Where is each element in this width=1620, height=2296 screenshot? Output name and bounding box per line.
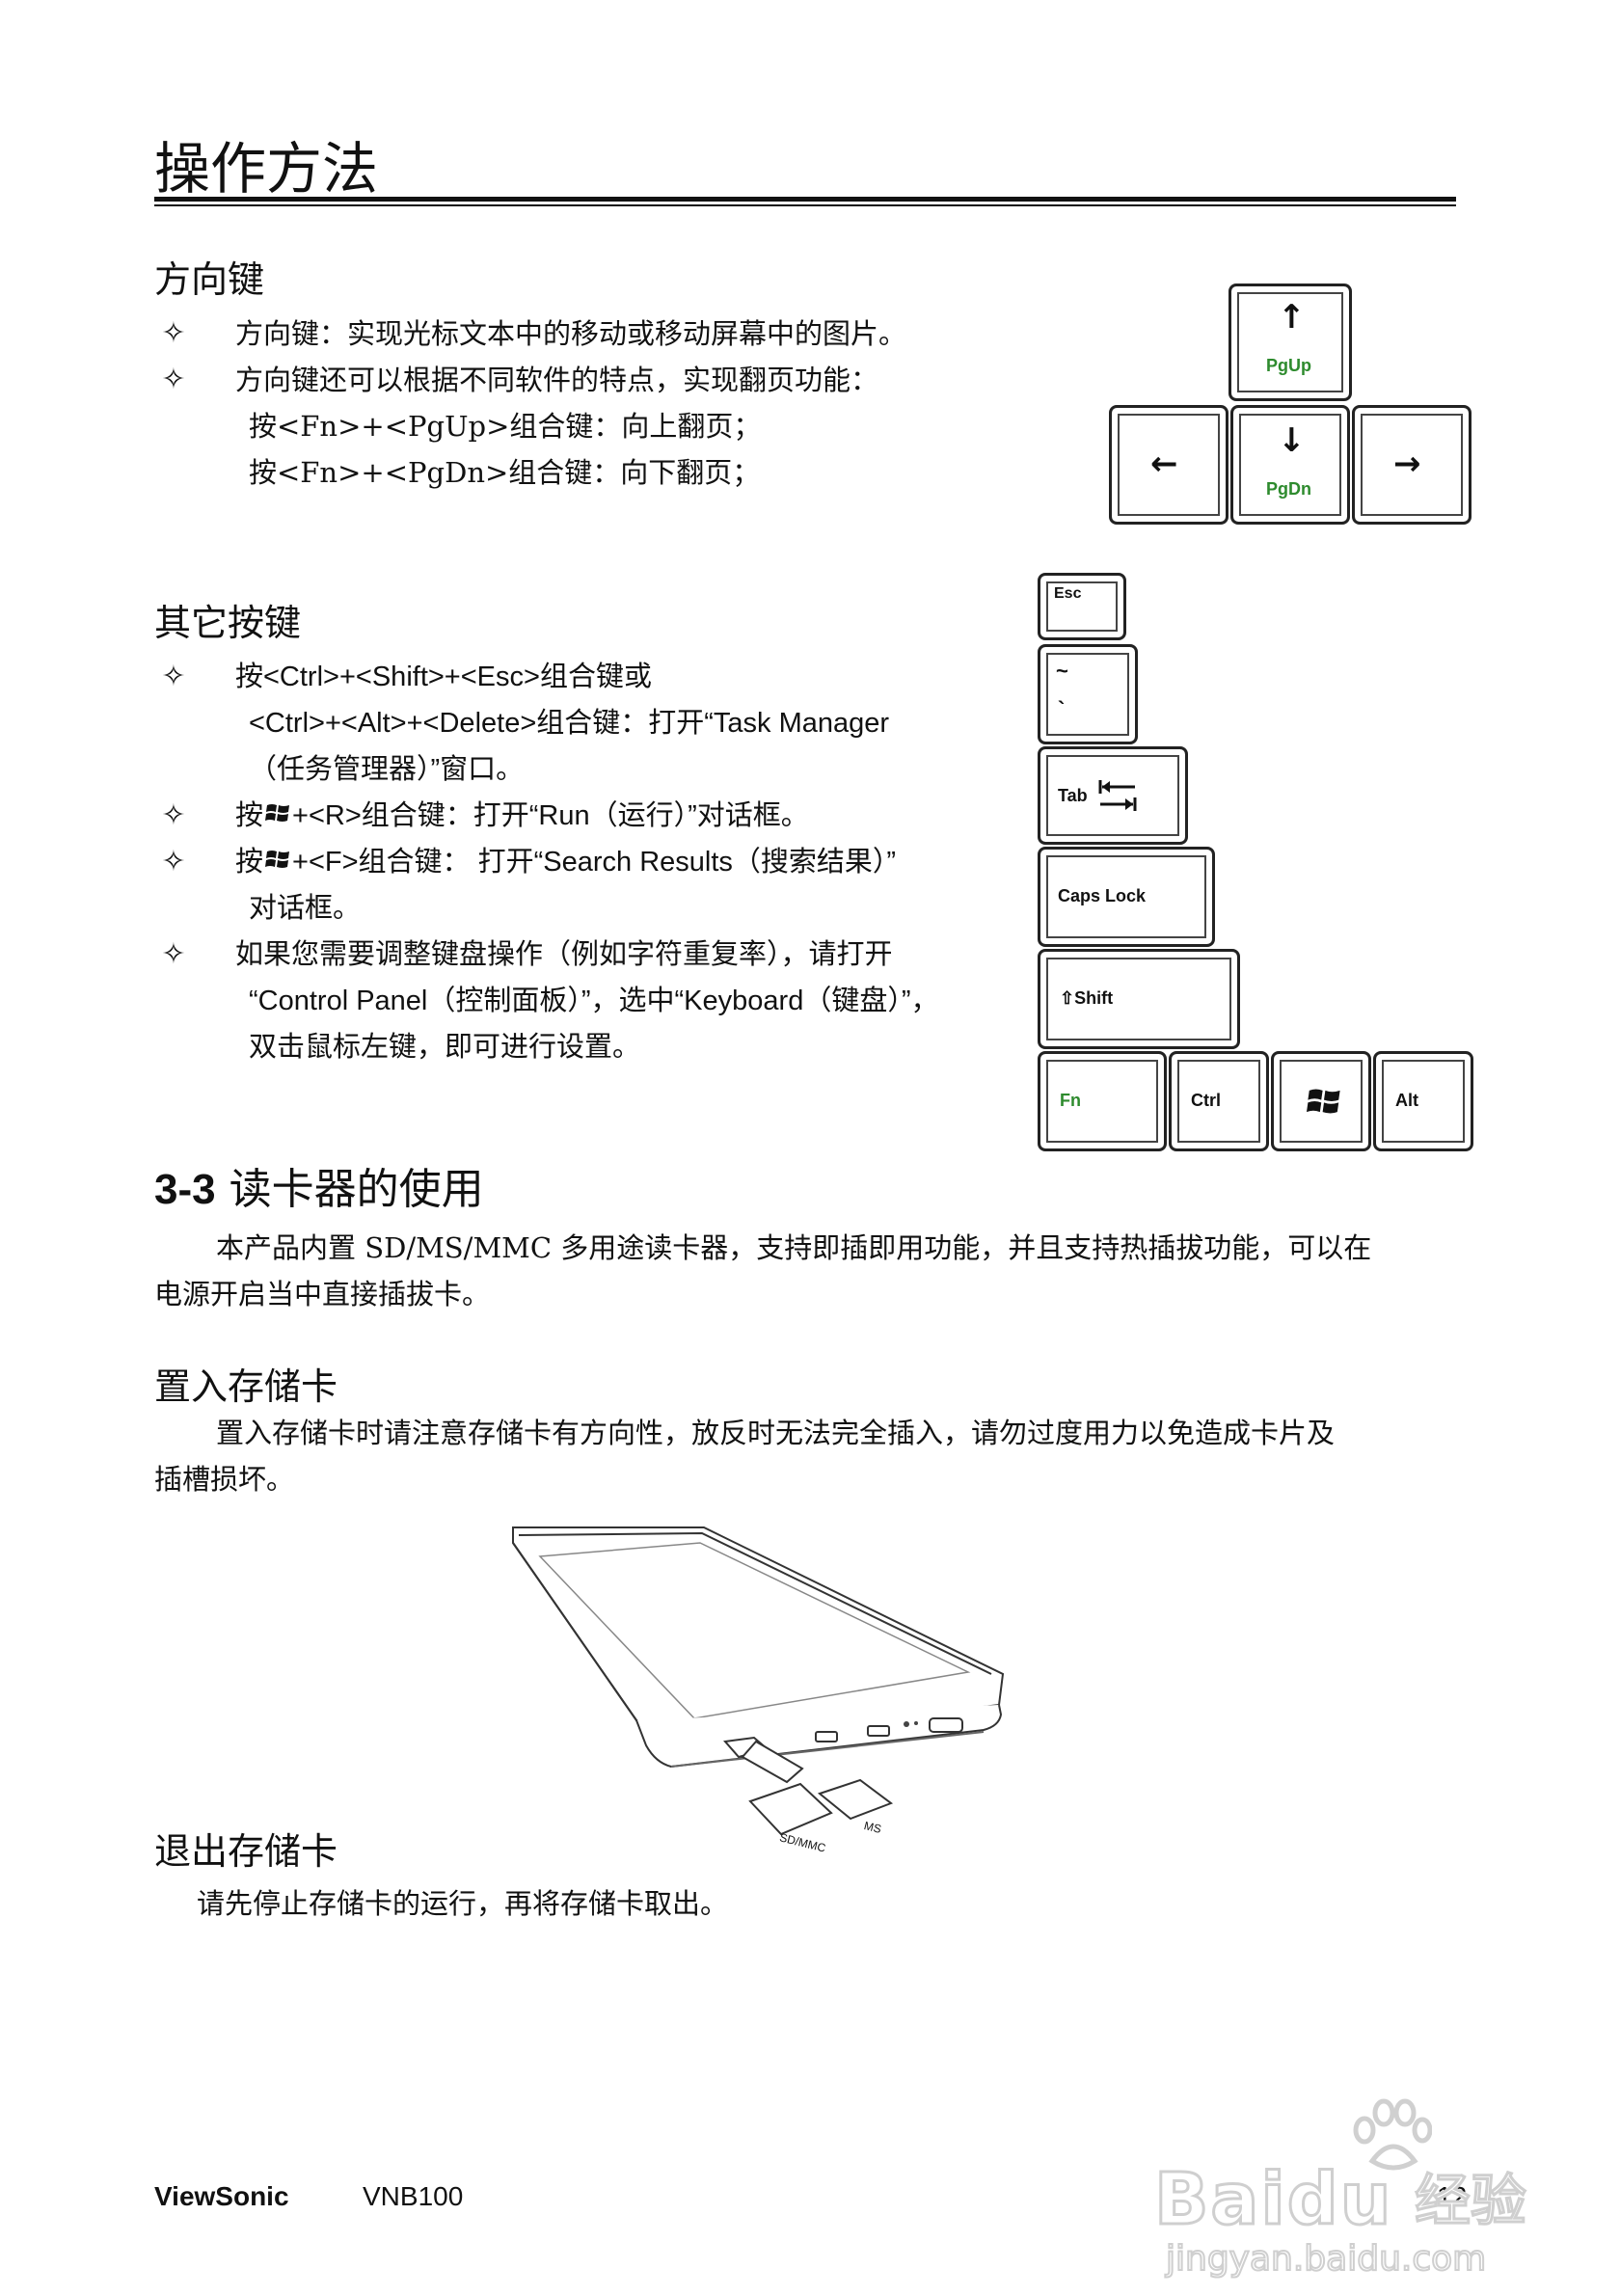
bullet-star-icon: ✧ bbox=[161, 316, 186, 350]
arrow-keys-heading: 方向键 bbox=[154, 258, 265, 301]
list-item: ✧如果您需要调整键盘操作（例如字符重复率），请打开 bbox=[154, 932, 1022, 978]
footer-brand: ViewSonic bbox=[154, 2181, 289, 2211]
windows-logo-icon bbox=[1307, 1089, 1340, 1114]
arrow-keys-illustration: ↑ PgUp ← ↓ PgDn → bbox=[1109, 284, 1473, 528]
other-keys-list: ✧按<Ctrl>+<Shift>+<Esc>组合键或 <Ctrl>+<Alt>+… bbox=[154, 654, 1022, 1070]
bullet-star-icon: ✧ bbox=[161, 845, 186, 878]
key-caps-lock: Caps Lock bbox=[1038, 847, 1215, 947]
list-item: ✧按<Ctrl>+<Shift>+<Esc>组合键或 bbox=[154, 654, 1022, 700]
list-item: ✧方向键：实现光标文本中的移动或移动屏幕中的图片。 bbox=[154, 311, 1003, 357]
key-left: ← bbox=[1109, 405, 1228, 525]
list-item: ✧方向键还可以根据不同软件的特点，实现翻页功能： bbox=[154, 357, 1003, 403]
bullet-star-icon: ✧ bbox=[161, 660, 186, 693]
list-item: ✧按+<R>组合键：打开“Run（运行）”对话框。 bbox=[154, 793, 1022, 839]
windows-logo-icon bbox=[263, 839, 292, 885]
title-rule bbox=[154, 197, 1456, 206]
page-title: 操作方法 bbox=[154, 136, 379, 202]
arrow-keys-list: ✧方向键：实现光标文本中的移动或移动屏幕中的图片。 ✧方向键还可以根据不同软件的… bbox=[154, 311, 1003, 496]
key-esc: Esc bbox=[1038, 573, 1126, 640]
footer-page-number: 12 bbox=[1437, 2181, 1468, 2211]
baidu-jingyan-watermark: Baidu 经验 jingyan.baidu.com bbox=[1152, 2097, 1538, 2281]
other-keys-heading: 其它按键 bbox=[154, 602, 302, 644]
laptop-card-slot-illustration bbox=[512, 1526, 1005, 1836]
eject-card-text: 请先停止存储卡的运行，再将存储卡取出。 bbox=[197, 1887, 729, 1920]
bullet-star-icon: ✧ bbox=[161, 798, 186, 832]
section-heading-card-reader: 3-3 读卡器的使用 bbox=[154, 1165, 484, 1214]
tab-arrows-icon bbox=[1098, 780, 1137, 811]
bullet-star-icon: ✧ bbox=[161, 937, 186, 971]
arrow-left-icon: ← bbox=[1150, 445, 1178, 483]
footer-model: VNB100 bbox=[363, 2181, 464, 2211]
key-ctrl: Ctrl bbox=[1169, 1051, 1269, 1151]
arrow-down-icon: ↓ bbox=[1278, 421, 1306, 460]
key-alt: Alt bbox=[1373, 1051, 1473, 1151]
windows-logo-icon bbox=[263, 793, 292, 839]
key-windows bbox=[1271, 1051, 1371, 1151]
key-fn: Fn bbox=[1038, 1051, 1167, 1151]
arrow-up-icon: ↑ bbox=[1278, 298, 1306, 337]
insert-card-heading: 置入存储卡 bbox=[154, 1365, 338, 1408]
card-reader-intro: 本产品内置 SD/MS/MMC 多用途读卡器，支持即插即用功能，并且支持热插拔功… bbox=[154, 1231, 1372, 1310]
bullet-star-icon: ✧ bbox=[161, 363, 186, 396]
shift-arrow-icon: ⇧ bbox=[1060, 988, 1075, 1008]
arrow-right-icon: → bbox=[1393, 445, 1421, 483]
keyboard-keys-illustration: Esc ~ ` Tab Caps Lock ⇧Shift Fn Ctrl Alt bbox=[1038, 573, 1476, 1151]
key-shift: ⇧Shift bbox=[1038, 949, 1240, 1049]
list-item: 按<Fn>+<PgDn>组合键：向下翻页； bbox=[249, 456, 761, 489]
eject-card-heading: 退出存储卡 bbox=[154, 1830, 338, 1873]
list-item: ✧按+<F>组合键： 打开“Search Results（搜索结果）” bbox=[154, 839, 1022, 885]
key-tab: Tab bbox=[1038, 746, 1188, 845]
key-up: ↑ PgUp bbox=[1228, 284, 1352, 401]
key-right: → bbox=[1352, 405, 1472, 525]
key-tilde: ~ ` bbox=[1038, 644, 1138, 744]
insert-card-text: 置入存储卡时请注意存储卡有方向性，放反时无法完全插入，请勿过度用力以免造成卡片及… bbox=[154, 1417, 1336, 1496]
paw-logo-icon bbox=[1353, 2098, 1432, 2171]
list-item: 按<Fn>+<PgUp>组合键：向上翻页； bbox=[249, 410, 762, 443]
key-down: ↓ PgDn bbox=[1230, 405, 1350, 525]
